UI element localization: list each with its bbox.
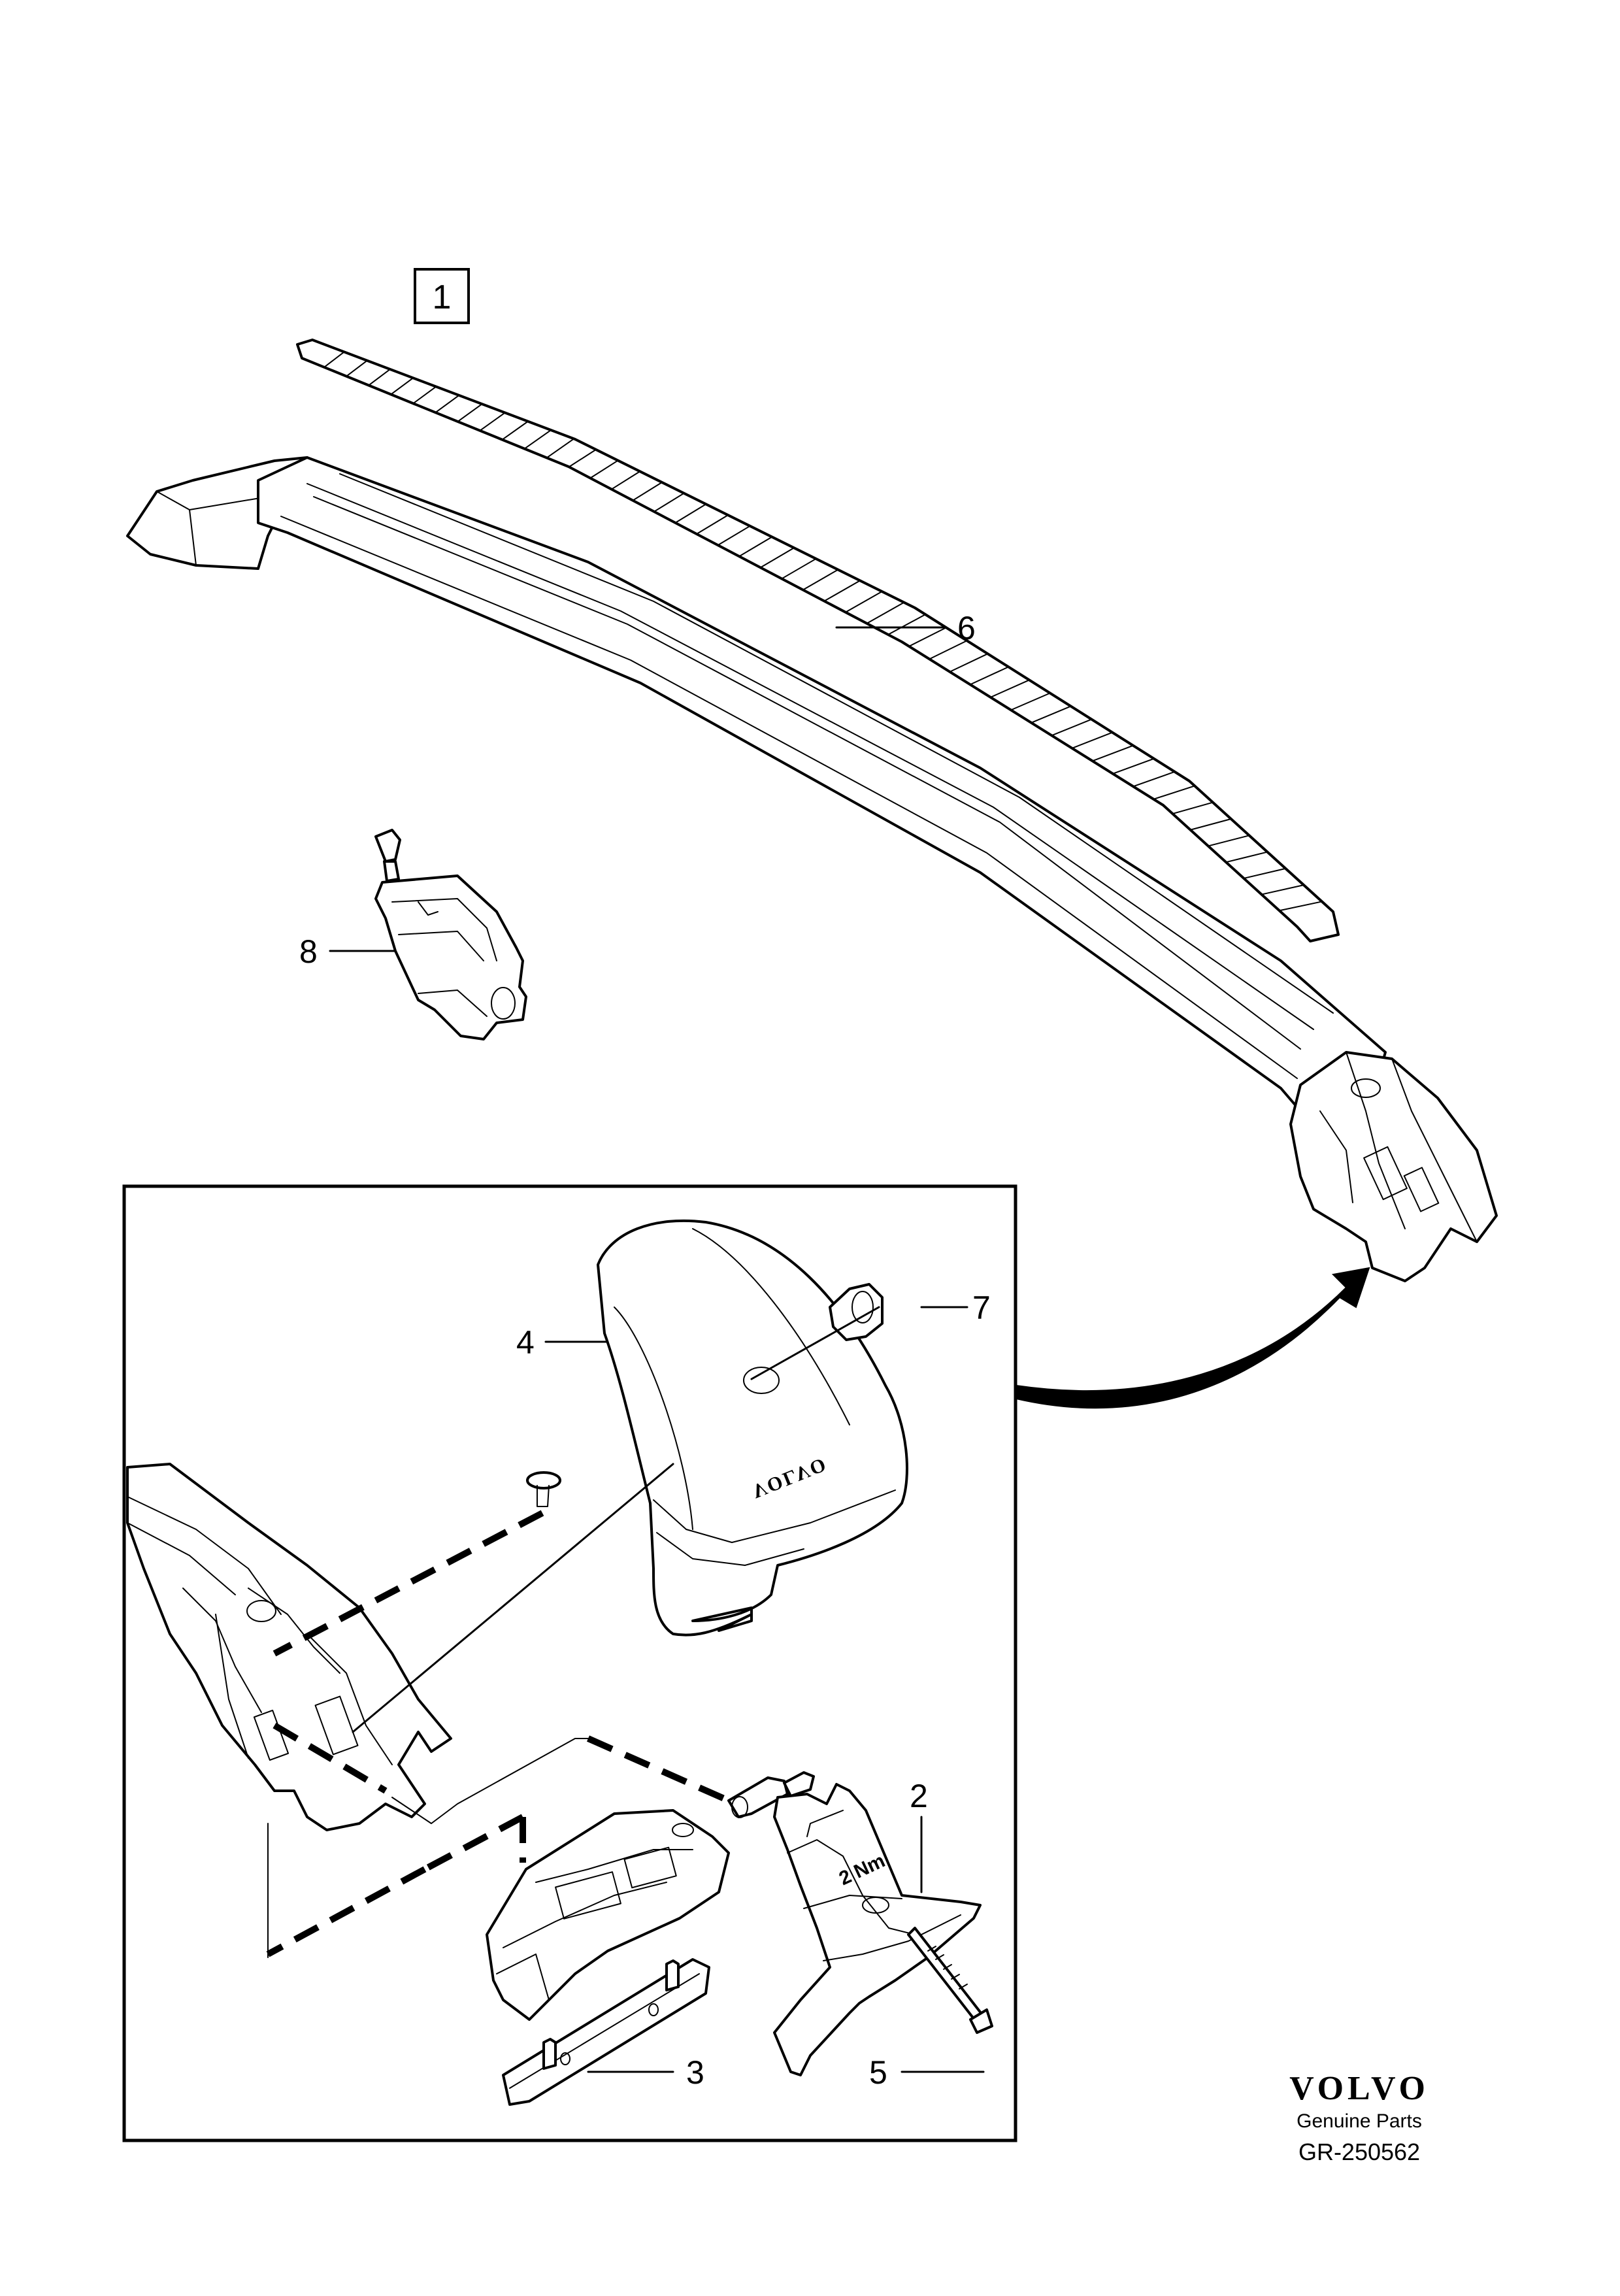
end-cover: VOLVO <box>597 1219 908 1637</box>
diagram-id-box: 1 <box>414 268 470 324</box>
strip-rib <box>823 580 861 602</box>
strip-rib <box>632 482 663 501</box>
strip-rib <box>908 627 947 647</box>
strip-rib <box>970 666 1009 686</box>
strip-rib <box>1031 705 1072 724</box>
strip-rib <box>949 653 988 673</box>
strip-rib <box>1172 801 1214 814</box>
strip-rib <box>674 503 706 524</box>
strip-rib <box>323 351 345 368</box>
strip-rib <box>1132 771 1175 788</box>
strip-rib <box>546 438 574 459</box>
leader-4-arm <box>352 1463 674 1733</box>
detail-pointer-arrow <box>1016 1267 1370 1409</box>
strip-rib <box>1051 718 1092 737</box>
strip-rib <box>435 395 460 413</box>
lock-cylinder <box>374 829 527 1040</box>
strip-rib <box>845 591 883 613</box>
strip-rib <box>457 403 483 422</box>
long-bolt <box>907 1927 993 2034</box>
strip-rib <box>390 377 414 395</box>
strip-rib <box>760 547 795 569</box>
callout-7: 6 <box>957 610 976 646</box>
strip-rib <box>738 536 772 557</box>
strip-rib <box>501 420 529 441</box>
callout-4: 4 <box>516 1324 535 1361</box>
strip-rib <box>1112 757 1155 774</box>
strip-rib <box>781 558 817 580</box>
diagram-code: GR-250562 <box>1298 2138 1420 2165</box>
strip-rib <box>1072 731 1113 749</box>
strip-rib <box>1153 785 1195 800</box>
clamp-pin <box>727 1771 815 1818</box>
callout-8: 8 <box>299 933 318 970</box>
strip-rib <box>1092 744 1134 762</box>
strip-rib <box>866 601 904 624</box>
strip-rib <box>524 429 552 450</box>
strip-rib <box>990 679 1030 698</box>
detail-inset <box>122 1184 1017 2142</box>
strip-rib <box>1190 818 1232 831</box>
strip-rib <box>569 449 597 468</box>
clamp-body <box>486 1809 730 2021</box>
strip-ribs <box>323 351 1323 912</box>
clamp-plate <box>502 1958 710 2106</box>
assembly-dashed-lines <box>266 1510 731 1958</box>
callout-6: 7 <box>972 1289 991 1326</box>
callout-3: 3 <box>686 2054 704 2091</box>
brand-block: VOLVO Genuine Parts GR-250562 <box>1289 2070 1429 2165</box>
clamp-bracket: 2 Nm <box>773 1783 982 2076</box>
strip-rib <box>589 459 619 479</box>
strip-rib <box>346 359 368 377</box>
brand-tagline: Genuine Parts <box>1297 2110 1422 2132</box>
strip-rib <box>1244 867 1286 879</box>
diagram-id-label: 1 <box>433 278 452 316</box>
small-screw <box>526 1471 561 1507</box>
strip-rib <box>696 514 729 535</box>
strip-rib <box>479 412 506 431</box>
strip-rib <box>368 369 391 386</box>
strip-rib <box>1208 835 1249 847</box>
strip-rib <box>718 525 751 546</box>
rail-cover-strip <box>296 339 1340 942</box>
roof-rail <box>126 456 1498 1282</box>
strip-rib <box>412 386 437 405</box>
strip-rib <box>1225 851 1268 863</box>
strip-rib <box>887 614 926 635</box>
strip-rib <box>1279 901 1323 912</box>
strip-rib <box>653 492 685 512</box>
brand-logo: VOLVO <box>1289 2070 1429 2107</box>
strip-rib <box>802 569 838 591</box>
leader-6-arm <box>750 1306 880 1380</box>
callout-2: 2 <box>910 1778 928 1814</box>
strip-rib <box>1261 884 1304 895</box>
callout-5: 5 <box>869 2054 887 2091</box>
strip-rib <box>611 471 640 490</box>
strip-rib <box>1010 692 1051 711</box>
strip-rib <box>929 640 968 660</box>
